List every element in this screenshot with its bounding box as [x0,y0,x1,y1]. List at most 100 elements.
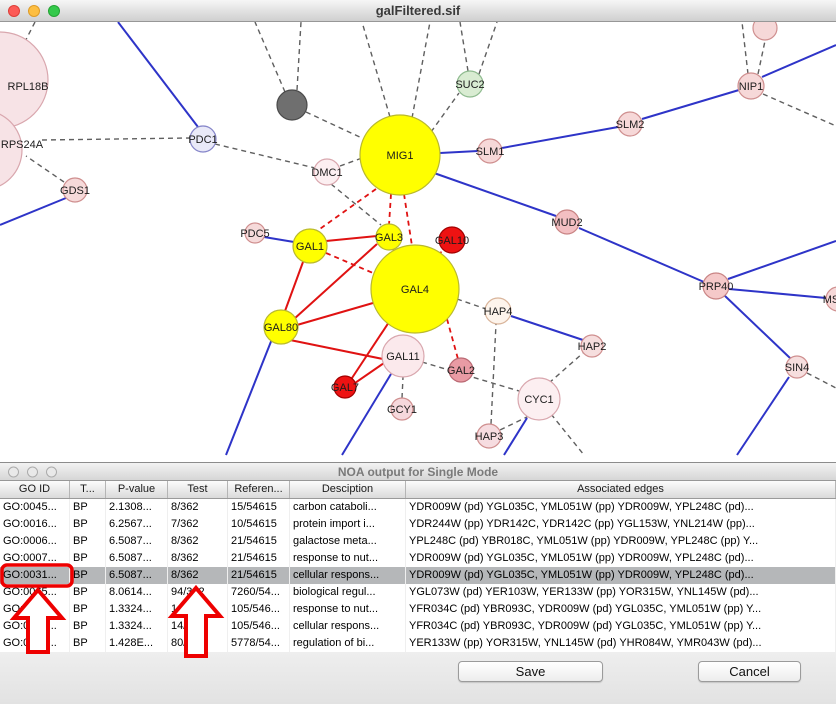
close-button-icon[interactable] [8,466,19,477]
column-header[interactable]: GO ID [0,481,70,498]
node-circle[interactable] [554,209,580,235]
node-circle[interactable] [381,334,425,378]
node-circle[interactable] [785,355,809,379]
node-circle[interactable] [313,158,341,186]
node-circle[interactable] [359,114,441,196]
noa-window-titlebar[interactable]: NOA output for Single Mode [0,463,836,481]
node-circle[interactable] [438,226,466,254]
network-node[interactable]: GAL10 [435,226,469,254]
network-edge [341,373,392,456]
network-node[interactable]: GAL4 [370,244,460,334]
network-node[interactable]: GDS1 [60,177,90,203]
node-circle[interactable] [390,397,414,421]
network-node[interactable]: CYC1 [517,377,561,421]
network-node[interactable]: HAP3 [475,423,504,449]
network-node[interactable]: PRP40 [699,272,734,300]
node-label: SIN4 [785,362,809,374]
network-node[interactable]: DMC1 [311,158,343,186]
node-circle[interactable] [62,177,88,203]
table-cell: GO:0065... [0,584,70,601]
node-circle[interactable] [476,423,502,449]
node-circle[interactable] [0,110,23,190]
node-circle[interactable] [456,70,484,98]
network-edge [0,197,67,226]
node-circle[interactable] [484,297,512,325]
network-node[interactable]: NIP1 [737,72,765,100]
network-edge [411,22,431,119]
node-circle[interactable] [375,223,403,251]
network-node[interactable]: PDC5 [240,222,270,244]
node-circle[interactable] [517,377,561,421]
node-circle[interactable] [0,31,49,129]
zoom-button-icon[interactable] [46,466,57,477]
minimize-button-icon[interactable] [27,466,38,477]
table-cell: 21/54615 [228,533,290,550]
node-circle[interactable] [617,111,643,137]
node-circle[interactable] [477,138,503,164]
node-circle[interactable] [333,375,357,399]
table-cell: 8/362 [168,533,228,550]
node-circle[interactable] [580,334,604,358]
network-node[interactable]: RPL18B [0,31,49,129]
close-button-icon[interactable] [8,4,20,17]
node-circle[interactable] [276,89,308,121]
node-label: GAL80 [264,322,298,334]
node-circle[interactable] [189,125,217,153]
network-node[interactable]: SLM1 [476,138,505,164]
column-header[interactable]: Test [168,481,228,498]
network-node[interactable]: SIN4 [785,355,809,379]
network-node[interactable]: MSN5 [823,286,836,312]
network-node[interactable]: GAL1 [292,228,328,264]
network-node[interactable]: MUD2 [551,209,583,235]
table-cell: carbon cataboli... [290,499,406,516]
save-button[interactable]: Save [458,661,603,682]
network-node[interactable]: SUC2 [455,70,485,98]
minimize-button-icon[interactable] [28,4,40,17]
node-circle[interactable] [263,309,299,345]
network-node[interactable]: RPS24A [0,110,44,190]
node-circle[interactable] [370,244,460,334]
table-cell: YDR009W (pd) YGL035C, YML051W (pp) YDR00… [406,550,836,567]
network-node[interactable]: GAL80 [263,309,299,345]
network-node[interactable]: PDC1 [188,125,218,153]
network-node[interactable]: GAL3 [375,223,403,251]
network-node[interactable]: GAL11 [381,334,425,378]
network-node[interactable] [276,89,308,121]
network-node[interactable]: GAL7 [331,375,359,399]
network-node[interactable]: SLM2 [616,111,645,137]
network-node[interactable]: HAP2 [578,334,607,358]
column-header[interactable]: Referen... [228,481,290,498]
network-edge [403,193,413,247]
cancel-button[interactable]: Cancel [698,661,801,682]
network-window-titlebar[interactable]: galFiltered.sif [0,0,836,22]
node-circle[interactable] [752,22,778,41]
network-node[interactable]: MIG1 [359,114,441,196]
table-cell: response to nut... [290,550,406,567]
zoom-button-icon[interactable] [48,4,60,17]
network-node[interactable]: HAP4 [484,297,513,325]
column-header[interactable]: Desciption [290,481,406,498]
node-label: MSN5 [823,294,836,306]
column-header[interactable]: Associated edges [406,481,836,498]
node-circle[interactable] [292,228,328,264]
node-circle[interactable] [448,357,474,383]
node-circle[interactable] [737,72,765,100]
node-circle[interactable] [244,222,266,244]
column-header[interactable]: P-value [106,481,168,498]
column-header[interactable]: T... [70,481,106,498]
network-node[interactable]: GCY1 [387,397,417,421]
network-node[interactable] [752,22,778,41]
node-circle[interactable] [702,272,730,300]
node-circle[interactable] [825,286,836,312]
network-node[interactable]: GAL2 [447,357,475,383]
